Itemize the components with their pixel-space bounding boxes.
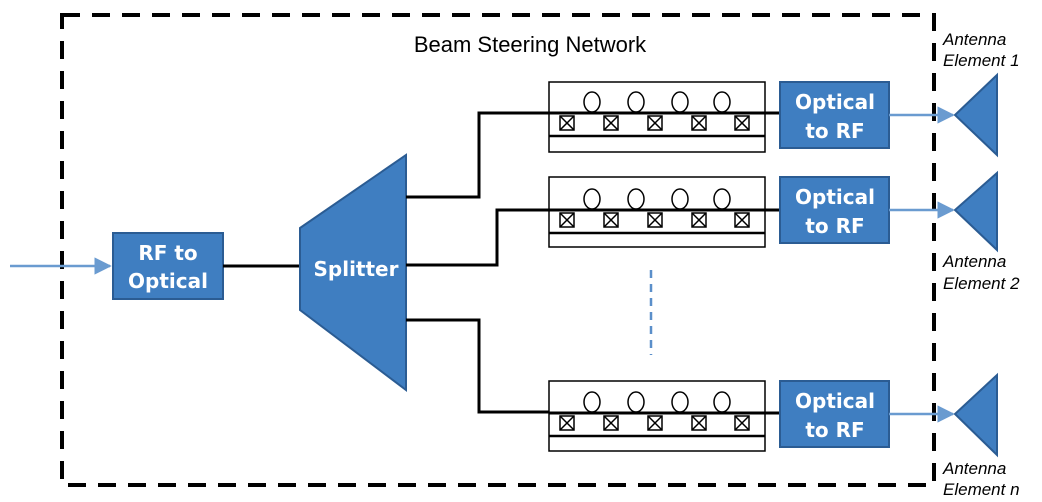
coupler [603, 212, 619, 228]
ring-resonator [627, 391, 645, 413]
optical-to-rf-block-1: Optical to RF [779, 81, 890, 149]
ring-resonator [713, 91, 731, 113]
ring-resonator [713, 188, 731, 210]
ring-resonator [627, 188, 645, 210]
svg-text:RF to: RF to [138, 241, 197, 265]
svg-text:Antenna: Antenna [942, 459, 1006, 478]
wire-branch-2 [406, 208, 549, 267]
svg-text:Optical: Optical [795, 389, 875, 413]
coupler [734, 415, 750, 431]
rf-to-optical-block: RF to Optical [112, 232, 224, 300]
antenna-triangle-icon [953, 372, 998, 458]
svg-text:Antenna: Antenna [942, 252, 1006, 271]
coupler [559, 115, 575, 131]
svg-text:to RF: to RF [805, 418, 864, 442]
svg-text:Optical: Optical [795, 185, 875, 209]
coupler [603, 115, 619, 131]
delay-line-1 [548, 81, 780, 153]
antenna-label-1: Antenna Element 1 [942, 30, 1020, 70]
delay-line-2 [548, 176, 780, 248]
coupler [734, 115, 750, 131]
svg-text:Optical: Optical [128, 269, 208, 293]
antenna-label-n: Antenna Element n [942, 459, 1020, 499]
coupler [691, 115, 707, 131]
svg-text:Element n: Element n [943, 480, 1020, 499]
ring-resonator [671, 91, 689, 113]
network-boundary [60, 13, 936, 487]
ring-resonator [627, 91, 645, 113]
coupler [559, 415, 575, 431]
ring-resonator [583, 391, 601, 413]
antenna-label-2: Antenna Element 2 [942, 252, 1020, 293]
coupler [691, 415, 707, 431]
coupler [647, 415, 663, 431]
ring-resonator [671, 391, 689, 413]
coupler [647, 115, 663, 131]
network-title: Beam Steering Network [414, 32, 647, 57]
coupler [734, 212, 750, 228]
wire-branch-n [406, 318, 549, 414]
ring-resonator [583, 91, 601, 113]
coupler [603, 415, 619, 431]
splitter-block: Splitter [299, 153, 407, 393]
svg-text:Element 1: Element 1 [943, 51, 1020, 70]
ring-resonator [583, 188, 601, 210]
ring-resonator [671, 188, 689, 210]
ring-resonator [713, 391, 731, 413]
coupler [559, 212, 575, 228]
svg-text:Element 2: Element 2 [943, 274, 1020, 293]
svg-text:Splitter: Splitter [314, 257, 399, 281]
svg-text:to RF: to RF [805, 119, 864, 143]
coupler [691, 212, 707, 228]
svg-text:Antenna: Antenna [942, 30, 1006, 49]
svg-text:Optical: Optical [795, 90, 875, 114]
svg-text:to RF: to RF [805, 214, 864, 238]
antenna-triangle-icon [953, 72, 998, 158]
wire-branch-1 [406, 111, 549, 199]
coupler [647, 212, 663, 228]
delay-line-n [548, 380, 780, 452]
optical-to-rf-block-n: Optical to RF [779, 380, 890, 448]
optical-to-rf-block-2: Optical to RF [779, 176, 890, 244]
antenna-triangle-icon [953, 170, 998, 253]
